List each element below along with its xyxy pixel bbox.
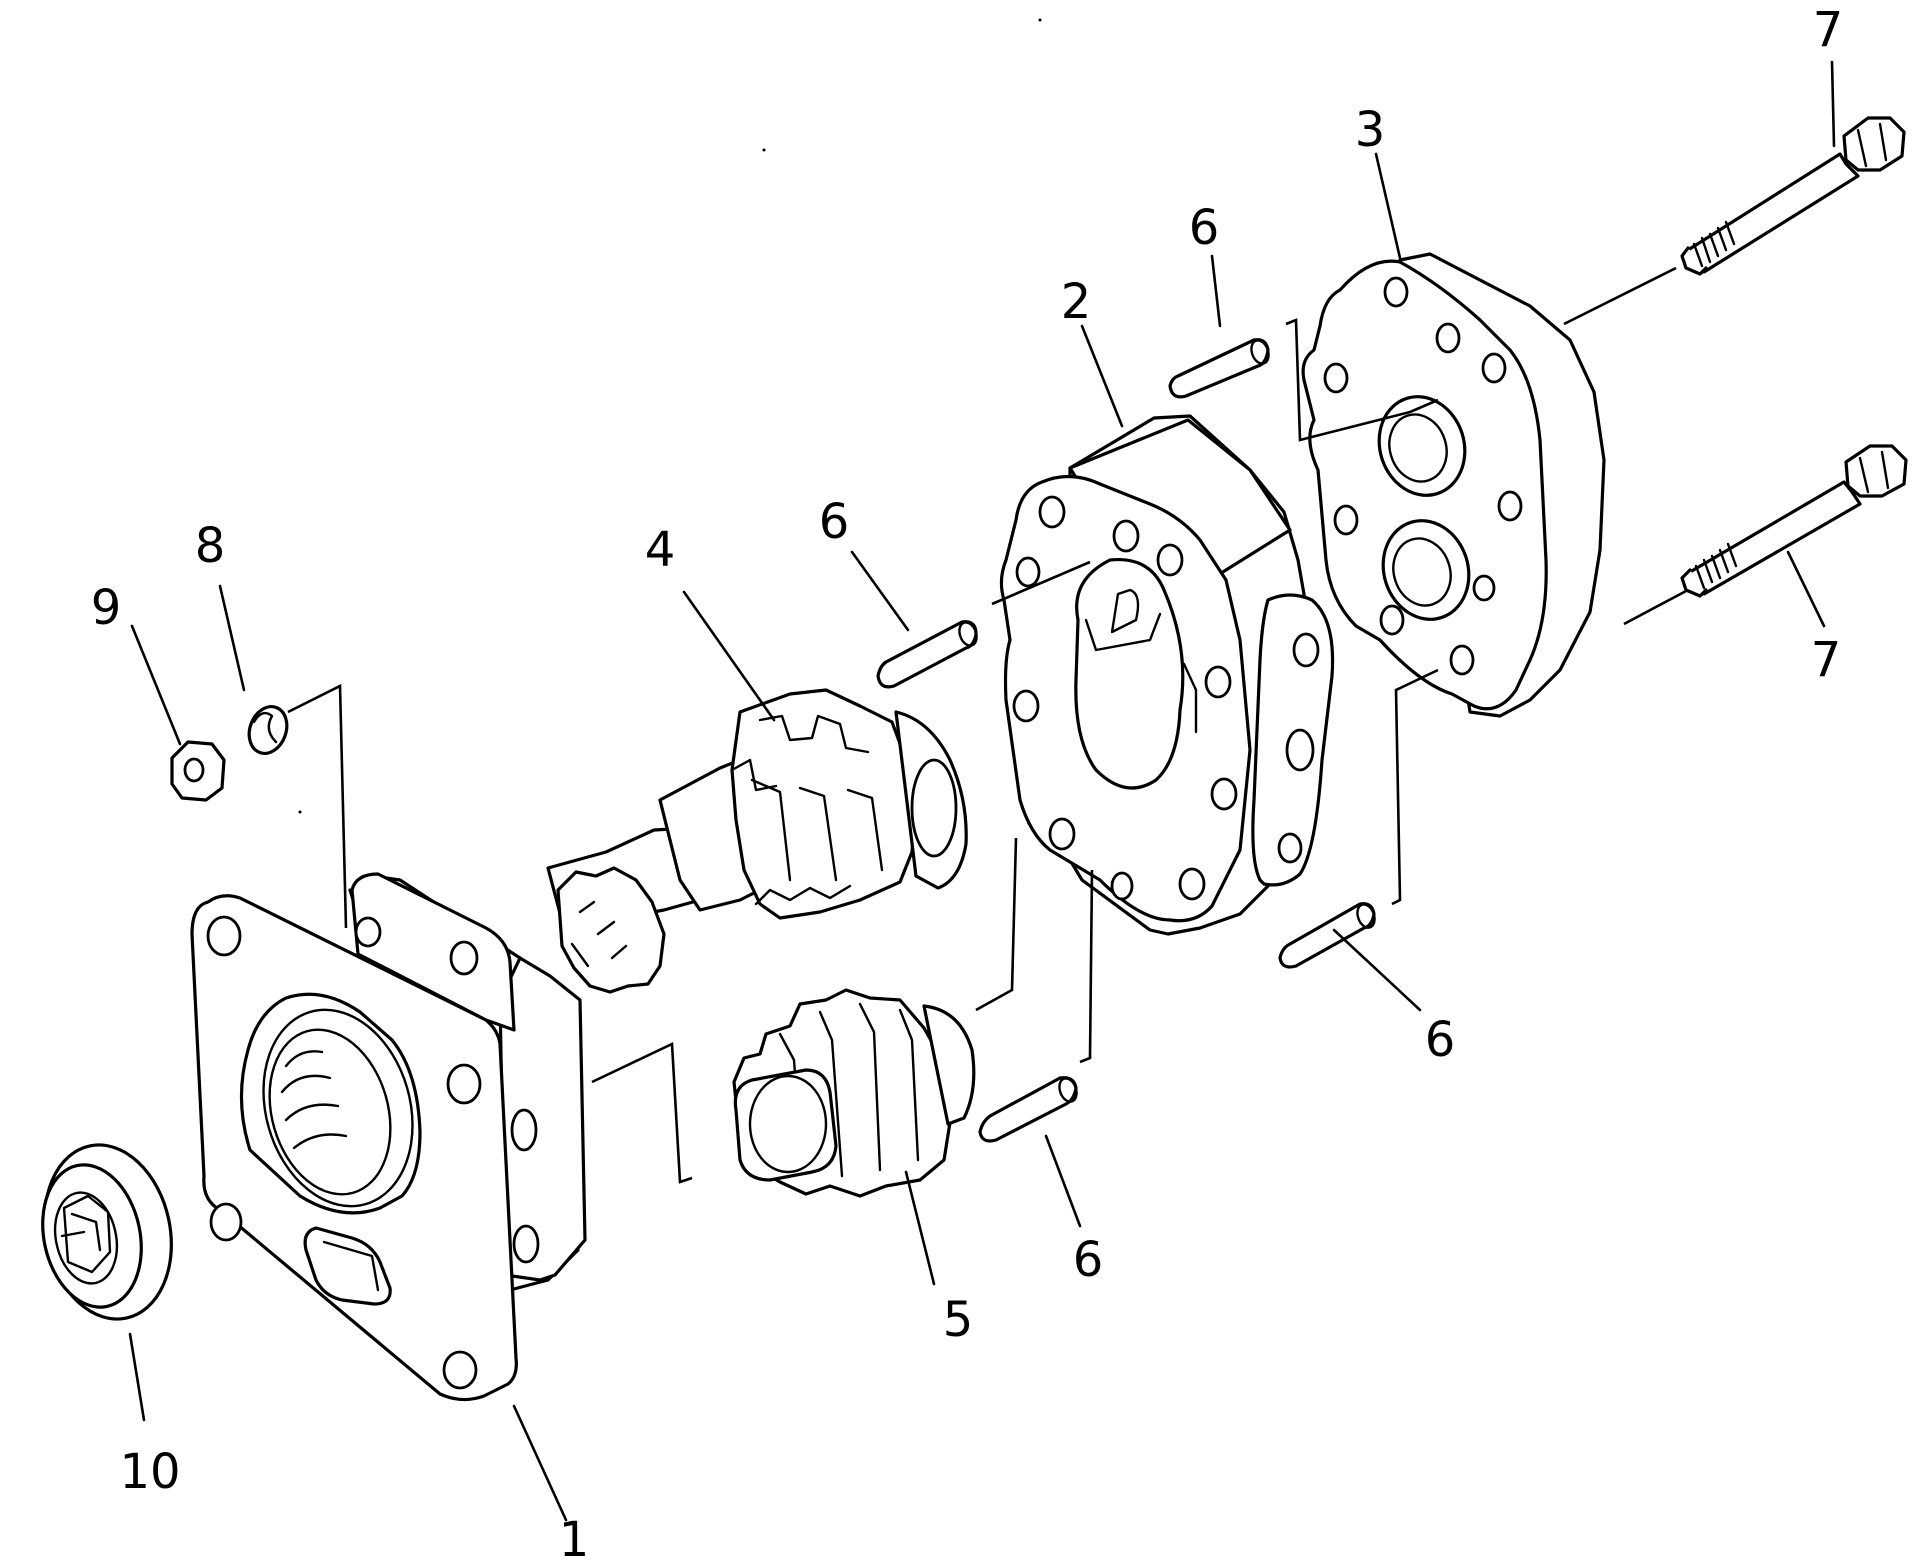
callout-5: 5 xyxy=(943,1292,974,1348)
part-2-gear-case xyxy=(999,414,1335,936)
part-6-pin-right xyxy=(1278,902,1376,969)
part-4-drive-gear xyxy=(546,688,968,994)
part-7-upper-bolt xyxy=(1680,116,1906,276)
leader-lines xyxy=(128,60,1836,1522)
callout-3: 3 xyxy=(1355,102,1386,158)
callout-2: 2 xyxy=(1061,274,1092,330)
callout-6-right: 6 xyxy=(1425,1012,1456,1068)
speck xyxy=(1038,18,1042,22)
callout-8: 8 xyxy=(195,518,226,574)
part-6-pin-bottom xyxy=(978,1076,1078,1143)
speck xyxy=(762,148,766,152)
part-10-oil-seal xyxy=(41,1143,173,1321)
callout-10: 10 xyxy=(119,1444,180,1500)
part-1-front-cover xyxy=(190,872,587,1402)
callout-6-bottom: 6 xyxy=(1073,1232,1104,1288)
callout-labels: 1 2 3 4 5 6 6 6 6 7 7 8 9 10 xyxy=(91,2,1844,1561)
part-3-rear-cover xyxy=(1301,252,1606,718)
callout-7-top: 7 xyxy=(1813,2,1844,58)
callout-1: 1 xyxy=(559,1512,590,1561)
part-5-driven-gear xyxy=(732,988,976,1198)
part-6-pin-mid xyxy=(876,620,978,689)
callout-7-bottom: 7 xyxy=(1811,632,1842,688)
speck xyxy=(298,810,302,814)
callout-6-top: 6 xyxy=(1189,200,1220,256)
part-7-lower-bolt xyxy=(1680,444,1908,598)
part-8-washer xyxy=(247,705,289,755)
callout-9: 9 xyxy=(91,580,122,636)
callout-4: 4 xyxy=(645,522,676,578)
assembly-lines xyxy=(287,266,1689,1184)
part-6-pin-top xyxy=(1168,338,1270,399)
callout-6-mid: 6 xyxy=(819,494,850,550)
part-9-nut xyxy=(170,740,226,802)
